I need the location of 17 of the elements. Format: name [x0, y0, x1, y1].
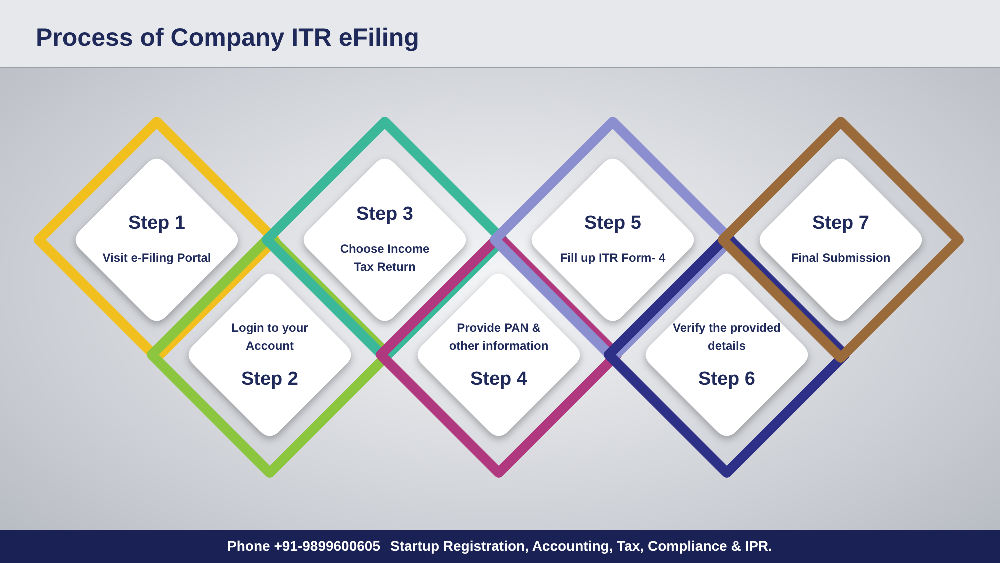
step-description: Choose Income Tax Return	[339, 241, 431, 276]
step-heading: Step 4	[470, 369, 528, 391]
footer-text: Phone +91-9899600605	[228, 537, 380, 556]
step-description: Final Submission	[790, 250, 892, 267]
step-heading: Step 7	[812, 213, 870, 235]
step-heading: Step 6	[698, 369, 756, 391]
step-description: Visit e-Filing Portal	[102, 250, 212, 267]
step-description: Fill up ITR Form- 4	[559, 250, 667, 267]
step-heading: Step 2	[241, 369, 299, 391]
step-description: Login to your Account	[230, 320, 310, 355]
step-heading: Step 3	[356, 204, 414, 226]
footer-text: Startup Registration, Accounting, Tax, Compliance & IPR.	[390, 537, 772, 556]
step-description: Verify the provided details	[672, 320, 782, 355]
step-description: Provide PAN & other information	[448, 320, 550, 355]
step-heading: Step 1	[128, 213, 186, 235]
step-heading: Step 5	[584, 213, 642, 235]
title: Process of Company ITR eFiling	[36, 23, 420, 54]
